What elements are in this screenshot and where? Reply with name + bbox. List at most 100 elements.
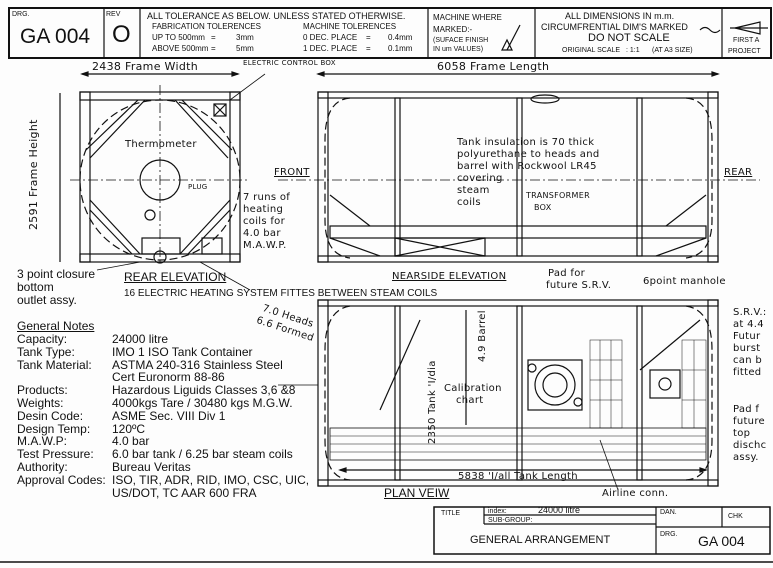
insulation-note: Tank insulation is 70 thick — [457, 137, 595, 148]
general-notes-row: Products:Hazardous Liguids Classes 3,6 &… — [17, 384, 309, 397]
frame-width-dimension: 2438 Frame Width — [92, 60, 199, 73]
index-value: 24000 litre — [538, 505, 581, 515]
rev-label: REV — [106, 11, 121, 18]
calibration-chart-label: chart — [456, 395, 484, 406]
general-notes-row: Design Temp:120ºC — [17, 421, 309, 436]
projection-label: PROJECT — [728, 48, 761, 55]
general-notes-row: Tank Type: IMO 1 ISO Tank Container — [17, 344, 309, 359]
insulation-note: polyurethane to heads and — [457, 149, 600, 160]
rear-label: REAR — [724, 167, 753, 178]
insulation-note: covering — [457, 173, 503, 184]
dan-label: DAN. — [660, 509, 677, 516]
pad-discharge-note: Pad f — [733, 404, 760, 415]
rev-value: O — [112, 21, 131, 48]
heating-coils-note: 4.0 bar — [243, 228, 281, 239]
srv-note: at 4.4 — [733, 319, 764, 330]
rear-elevation-lines — [59, 71, 266, 291]
note-value: Bureau Veritas — [112, 459, 191, 474]
general-notes-row: Cert Euronorm 88-86 — [17, 371, 309, 384]
insulation-note: steam — [457, 185, 490, 196]
note-value: ASTMA 240-316 Stainless Steel — [112, 357, 283, 372]
general-notes-row: Capacity:24000 litre — [17, 333, 309, 346]
fab-row-eq: = — [211, 33, 216, 42]
note-value: Hazardous Liguids Classes 3,6 &8 — [112, 383, 296, 398]
machine-row-value: 0.1mm — [388, 44, 413, 53]
tank-length-dimension: 5838 'I/all Tank Length — [458, 471, 578, 482]
projection-label: FIRST A — [733, 37, 760, 44]
rear-elevation-title: REAR ELEVATION — [124, 270, 227, 284]
airline-connection-label: Airline conn. — [602, 488, 669, 499]
note-value: ASME Sec. VIII Div 1 — [112, 408, 226, 423]
original-scale: ORIGINAL SCALE — [562, 47, 621, 54]
note-value: Cert Euronorm 88-86 — [112, 370, 225, 385]
pad-srv-note: future S.R.V. — [546, 280, 612, 291]
note-label: Design Temp: — [17, 421, 91, 436]
fab-row-value: 3mm — [236, 33, 254, 42]
machine-row-eq: = — [366, 33, 371, 42]
thermometer-label: Thermometer — [125, 139, 197, 150]
heating-coils-note: M.A.W.P. — [243, 240, 287, 251]
circumferential-dims: CIRCUMFRENTIAL DIM'S MARKED — [541, 22, 688, 32]
drawing-number: GA 004 — [698, 533, 745, 549]
drawing-title: GENERAL ARRANGEMENT — [470, 534, 611, 546]
tolerance-heading: ALL TOLERANCE AS BELOW. UNLESS STATED OT… — [147, 11, 406, 21]
general-notes-row: Desin Code:ASME Sec. VIII Div 1 — [17, 408, 309, 423]
note-value: 4.0 bar — [112, 434, 150, 449]
nearside-elevation-lines — [278, 71, 760, 263]
srv-note: S.R.V.: — [733, 307, 767, 318]
nearside-elevation-title: NEARSIDE ELEVATION — [392, 271, 507, 282]
electric-control-box-label: ELECTRIC CONTROL BOX — [243, 59, 336, 67]
front-label: FRONT — [274, 167, 310, 178]
frame-height-dimension: 2591 Frame Height — [27, 119, 40, 230]
do-not-scale: DO NOT SCALE — [588, 32, 670, 44]
fab-row-label: ABOVE 500mm — [152, 44, 209, 53]
chk-label: CHK — [728, 513, 743, 520]
title-label: TITLE — [441, 510, 461, 517]
note-label: Approval Codes: — [17, 472, 106, 487]
closure-note: outlet assy. — [17, 293, 77, 307]
drawing-number: GA 004 — [20, 25, 91, 48]
insulation-note: barrel with Rockwool LR45 — [457, 161, 597, 172]
general-notes-row: Authority: Bureau Veritas — [17, 461, 309, 474]
note-label: Tank Type: — [17, 344, 75, 359]
surface-finish: (SUFACE FINISH — [433, 37, 489, 44]
bottom-title-block-lines — [0, 506, 773, 563]
srv-note: can b — [733, 355, 762, 366]
barrel-dimension: 4.9 Barrel — [477, 310, 488, 362]
fab-row-eq: = — [211, 44, 216, 53]
calibration-chart-label: Calibration — [444, 383, 502, 394]
note-label: Test Pressure: — [17, 447, 94, 462]
closure-note: bottom — [17, 280, 54, 294]
plug-label: PLUG — [188, 183, 208, 191]
general-notes-row: US/DOT, TC AAR 600 FRA — [17, 486, 309, 500]
note-label: Tank Material: — [17, 357, 92, 372]
transformer-box-label: TRANSFORMER — [526, 191, 590, 200]
note-value: IMO 1 ISO Tank Container — [112, 344, 253, 359]
fab-row-value: 5mm — [236, 44, 254, 53]
um-values: IN um VALUES) — [433, 46, 484, 53]
drg-label: DRG. — [12, 11, 30, 18]
general-notes-row: M.A.W.P: 4.0 bar — [17, 435, 309, 448]
note-label: Authority: — [17, 459, 68, 474]
pad-srv-note: Pad for — [548, 268, 586, 279]
fabrication-heading: FABRICATION TOLERENCES — [152, 22, 261, 31]
general-notes-row: Approval Codes:ISO, TIR, ADR, RID, IMO, … — [17, 472, 309, 487]
plan-view-lines — [278, 299, 719, 491]
machine-heading: MACHINE TOLERENCES — [303, 22, 397, 31]
insulation-note: coils — [457, 197, 481, 208]
note-label — [17, 487, 112, 500]
general-notes-row: Test Pressure:6.0 bar tank / 6.25 bar st… — [17, 448, 309, 461]
note-label: M.A.W.P: — [17, 434, 68, 449]
srv-note: burst — [733, 343, 761, 354]
heating-coils-note: heating — [243, 204, 284, 215]
top-title-block-lines — [8, 7, 772, 59]
heating-system-note: 16 ELECTRIC HEATING SYSTEM FITTES BETWEE… — [124, 288, 438, 299]
manhole-note: 6point manhole — [643, 276, 726, 287]
general-notes-row: Weights:4000kgs Tare / 30480 kgs M.G.W. — [17, 397, 309, 410]
subgroup-label: SUB-GROUP: — [488, 517, 533, 524]
machine-row-eq: = — [366, 44, 371, 53]
plan-view-title: PLAN VEIW — [384, 486, 450, 500]
pad-discharge-note: dischc — [733, 440, 767, 451]
